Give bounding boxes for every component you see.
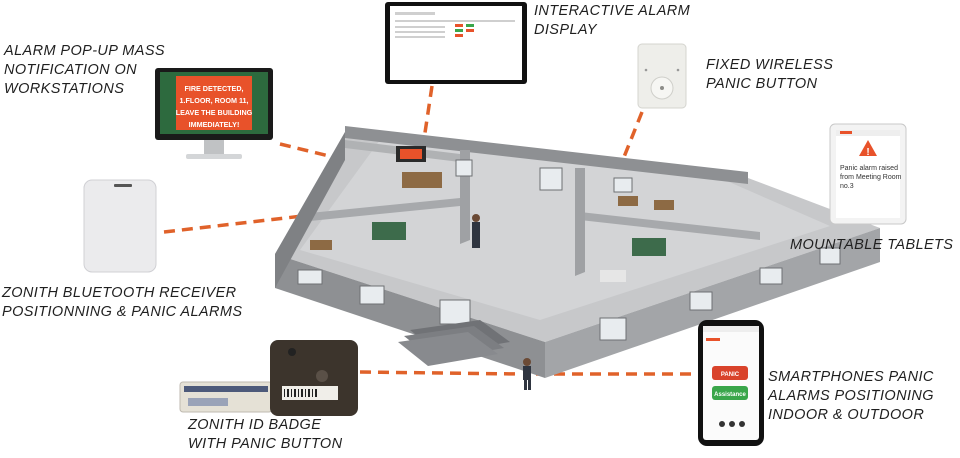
entrance-stairs: [398, 320, 510, 366]
phone-panic-button: PANIC: [721, 372, 740, 378]
workstation-monitor: FIRE DETECTED, 1.FLOOR, ROOM 11, LEAVE T…: [155, 68, 273, 159]
label-interactive-alarm-display: INTERACTIVE ALARM DISPLAY: [534, 3, 691, 38]
mountable-tablet: ! Panic alarm raised from Meeting Room n…: [829, 123, 907, 225]
phone-assistance-button: Assistance: [714, 392, 746, 398]
connector-receiver: [163, 212, 321, 234]
alarm-line-1: FIRE DETECTED,: [184, 84, 243, 93]
walking-person: [523, 358, 531, 390]
smartphone: PANIC Assistance: [698, 320, 764, 446]
warning-icon: [859, 140, 877, 156]
interactive-alarm-display: [385, 2, 527, 84]
alarm-line-4: IMMEDIATELY!: [189, 120, 240, 129]
tablet-msg-2: from Meeting Room: [840, 174, 902, 181]
building: [275, 126, 880, 378]
id-badge: [179, 340, 358, 416]
connector-badge: [359, 370, 521, 376]
bluetooth-receiver: [83, 179, 157, 273]
label-smartphones: SMARTPHONES PANIC ALARMS POSITIONING IND…: [768, 369, 934, 423]
alarm-line-3: LEAVE THE BUILDING: [176, 108, 253, 117]
tablet-msg-3: no.3: [840, 183, 854, 190]
connector-alarm-display: [421, 85, 434, 147]
connector-fixed-panic: [616, 111, 644, 173]
tablet-msg-1: Panic alarm raised: [840, 165, 898, 172]
label-alarm-popup: ALARM POP-UP MASS NOTIFICATION ON WORKST…: [4, 43, 165, 97]
label-mountable-tablets: MOUNTABLE TABLETS: [790, 237, 954, 253]
alarm-line-2: 1.FLOOR, ROOM 11,: [179, 96, 248, 105]
label-id-badge: ZONITH ID BADGE WITH PANIC BUTTON: [188, 417, 343, 452]
svg-text:!: !: [866, 147, 869, 158]
fixed-panic-button: [637, 43, 687, 109]
label-fixed-wireless-panic: FIXED WIRELESS PANIC BUTTON: [706, 57, 834, 92]
label-bluetooth-receiver: ZONITH BLUETOOTH RECEIVER POSITIONNING &…: [2, 285, 243, 320]
